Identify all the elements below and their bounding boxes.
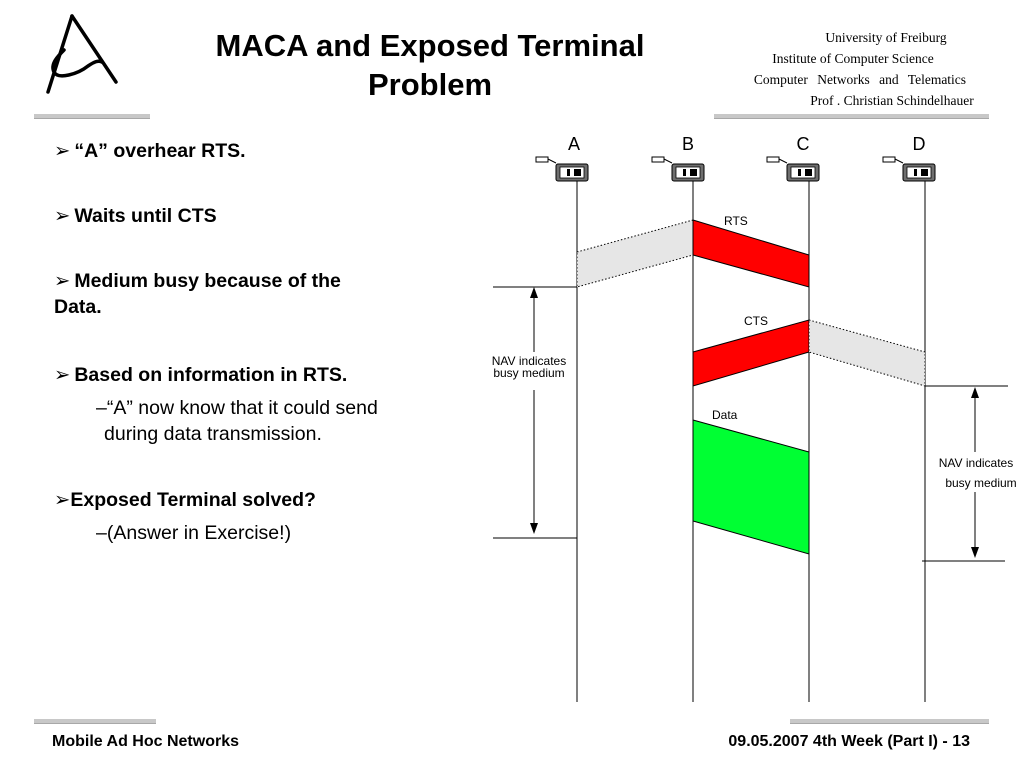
bullet-exposed-solved: ➢Exposed Terminal solved? xyxy=(54,487,316,513)
bullet-arrow-icon: ➢ xyxy=(54,270,71,292)
bullet-text: Exposed Terminal solved? xyxy=(70,489,316,511)
slide-title-line2: Problem xyxy=(367,67,493,102)
node-label-a: A xyxy=(568,134,580,154)
slide-title: MACA and Exposed Terminal Problem xyxy=(170,26,690,104)
bullet-arrow-icon: ➢ xyxy=(54,364,71,386)
institution-block: University of Freiburg Institute of Comp… xyxy=(700,27,1000,111)
header-rule-left xyxy=(34,114,150,119)
bullet-text: Medium busy because of the xyxy=(74,270,341,292)
data-label: Data xyxy=(712,408,738,422)
wireless-device-icon-d xyxy=(882,156,936,182)
node-label-c: C xyxy=(797,134,810,154)
bullet-text: “A” overhear RTS. xyxy=(74,140,246,162)
node-label-d: D xyxy=(913,134,926,154)
nav-right-arrowhead-down-icon xyxy=(971,547,979,558)
subbullet-text-line1: –“A” now know that it could send xyxy=(96,397,378,419)
node-label-b: B xyxy=(682,134,694,154)
data-frame xyxy=(692,419,810,555)
bullet-text: Waits until CTS xyxy=(74,205,217,227)
bullet-overhear-rts: ➢“A” overhear RTS. xyxy=(54,138,246,164)
footer-course-name: Mobile Ad Hoc Networks xyxy=(52,733,239,750)
nav-left-arrowhead-down-icon xyxy=(530,523,538,534)
nav-right-label-line1: NAV indicates xyxy=(939,456,1013,470)
bullet-medium-busy: ➢Medium busy because of the Data. xyxy=(54,268,341,320)
cts-label: CTS xyxy=(744,314,768,328)
slide-title-line1: MACA and Exposed Terminal xyxy=(215,28,645,63)
bullet-text: Based on information in RTS. xyxy=(74,364,348,386)
institution-line3: Computer Networks and Telematics xyxy=(753,72,967,87)
nav-right-arrowhead-up-icon xyxy=(971,387,979,398)
institution-line2: Institute of Computer Science xyxy=(772,51,934,66)
bullet-arrow-icon: ➢ xyxy=(54,489,71,511)
rts-frame xyxy=(692,219,810,288)
wireless-device-icon-c xyxy=(766,156,820,182)
cts-frame xyxy=(692,319,810,387)
subbullet-text-line2: during data transmission. xyxy=(104,423,322,445)
institution-line4: Prof . Christian Schindelhauer xyxy=(810,93,974,108)
nav-right-label-line2: busy medium xyxy=(945,476,1016,490)
overheard-rts-frame xyxy=(576,219,694,288)
footer-date-page: 09.05.2007 4th Week (Part I) - 13 xyxy=(728,733,970,750)
bullet-arrow-icon: ➢ xyxy=(54,140,71,162)
nav-left-arrowhead-up-icon xyxy=(530,287,538,298)
subbullet-answer: –(Answer in Exercise!) xyxy=(96,520,291,546)
overheard-cts-frame xyxy=(808,319,926,387)
bullet-arrow-icon: ➢ xyxy=(54,205,71,227)
footer-rule-left xyxy=(34,719,156,724)
institution-line1: University of Freiburg xyxy=(825,30,947,45)
wireless-device-icon-a xyxy=(535,156,589,182)
header-rule-right xyxy=(714,114,989,119)
bullet-rts-info: ➢Based on information in RTS. xyxy=(54,362,347,388)
subbullet-could-send: –“A” now know that it could send during … xyxy=(96,395,378,447)
rts-label: RTS xyxy=(724,214,748,228)
nav-left-label-line2: busy medium xyxy=(493,366,564,380)
footer-rule-right xyxy=(790,719,989,724)
wireless-device-icon-b xyxy=(651,156,705,182)
bullet-text-continued: Data. xyxy=(54,296,102,318)
university-logo-icon xyxy=(46,14,118,94)
bullet-waits-cts: ➢Waits until CTS xyxy=(54,203,217,229)
nav-left-label-line1: NAV indicates xyxy=(492,354,566,368)
subbullet-text: –(Answer in Exercise!) xyxy=(96,522,292,544)
